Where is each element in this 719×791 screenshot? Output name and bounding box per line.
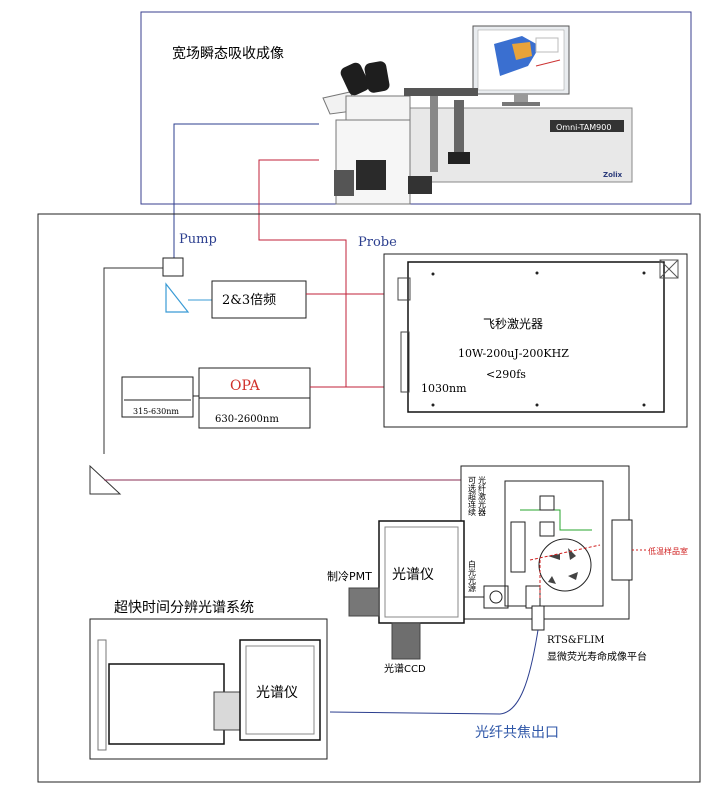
- laser-left-port: [397, 277, 411, 301]
- laser-name: 飞秒激光器: [483, 317, 543, 331]
- ultrafast-left-rail: [97, 639, 107, 751]
- mirror-box: [162, 257, 184, 277]
- laser-screw-4: [642, 403, 646, 407]
- laser-screw-3: [642, 271, 646, 275]
- uv-range-box: [121, 376, 194, 418]
- microscope-section-frame: [140, 11, 692, 205]
- red-beam-dashed: [529, 544, 601, 561]
- pump-beam-line: [173, 123, 319, 258]
- uv-range-label: 315-630nm: [133, 407, 179, 416]
- microscope-title: 宽场瞬态吸收成像: [172, 45, 284, 62]
- laser-screw-5: [535, 403, 539, 407]
- prism-icon: [165, 282, 190, 313]
- microscope-icon: Omni-TAM900 Zolix: [322, 61, 633, 205]
- left-beam-path: [103, 267, 163, 454]
- ccd-label: 光谱CCD: [384, 662, 426, 675]
- doubler-box: [211, 280, 307, 319]
- laser-spec-pulse: <290fs: [486, 368, 526, 381]
- turret-slots: [548, 548, 578, 584]
- laser-frame: [383, 253, 688, 428]
- fiber-out-label: 光纤共焦出口: [475, 725, 559, 741]
- ultrafast-laser-head: [108, 663, 225, 745]
- low-temp-chamber: [611, 519, 633, 581]
- beam-splitter-2: [539, 521, 555, 537]
- rts-filter-block: [510, 521, 526, 573]
- spectrometer-label: 光谱仪: [392, 567, 434, 583]
- pump-label: Pump: [179, 232, 217, 247]
- low-temp-label: 低温样品室: [648, 546, 688, 556]
- brand-label: Omni-TAM900: [556, 123, 611, 132]
- vertical-label-2: 光纤激光器: [478, 475, 487, 517]
- laser-body: [407, 261, 665, 413]
- laser-spec-power: 10W-200uJ-200KHZ: [458, 347, 569, 360]
- white-light-label: 白光光源: [468, 559, 477, 593]
- beam-splitter-1: [539, 495, 555, 511]
- rts-inner-frame: [504, 480, 604, 607]
- ultrafast-spectrometer-label: 光谱仪: [256, 685, 298, 701]
- pmt-icon: [348, 587, 380, 617]
- white-light-lens: [489, 590, 503, 604]
- laser-side-panel: [400, 331, 410, 393]
- ultrafast-coupler: [213, 691, 243, 731]
- rts-title: RTS&FLIM: [547, 635, 605, 646]
- ccd-icon: [391, 622, 421, 660]
- maker-label: Zolix: [603, 171, 623, 179]
- probe-beam-line: [258, 159, 347, 387]
- fiber-link: [329, 629, 539, 715]
- pmt-label: 制冷PMT: [327, 570, 372, 583]
- spectrometer-body: [378, 520, 465, 624]
- opa-range: 630-2600nm: [215, 414, 279, 425]
- doubler-label: 2&3倍频: [222, 293, 276, 308]
- laser-corner-mount: [659, 259, 679, 279]
- ultrafast-title: 超快时间分辨光谱系统: [114, 600, 254, 616]
- spectrometer-inner: [384, 526, 459, 618]
- ultrafast-spectrometer: [239, 639, 321, 741]
- rts-detector-block: [525, 585, 541, 609]
- opa-label: OPA: [230, 378, 261, 394]
- fiber-port: [531, 605, 545, 631]
- green-beam-path: [520, 509, 592, 531]
- optical-table-frame: [37, 213, 701, 783]
- laser-screw-1: [431, 272, 435, 276]
- vertical-label-1: 可选超连续: [468, 476, 477, 517]
- laser-corner-cross-2: [659, 259, 679, 279]
- laser-screw-2: [535, 271, 539, 275]
- white-light-source: [483, 585, 509, 609]
- laser-screw-6: [431, 403, 435, 407]
- ultrafast-spectrometer-inner: [245, 645, 315, 735]
- probe-label: Probe: [358, 235, 397, 250]
- laser-wavelength: 1030nm: [421, 382, 467, 395]
- monitor-icon: [472, 25, 570, 106]
- rts-subtitle: 显微荧光寿命成像平台: [547, 650, 647, 663]
- objective-turret: [538, 538, 592, 592]
